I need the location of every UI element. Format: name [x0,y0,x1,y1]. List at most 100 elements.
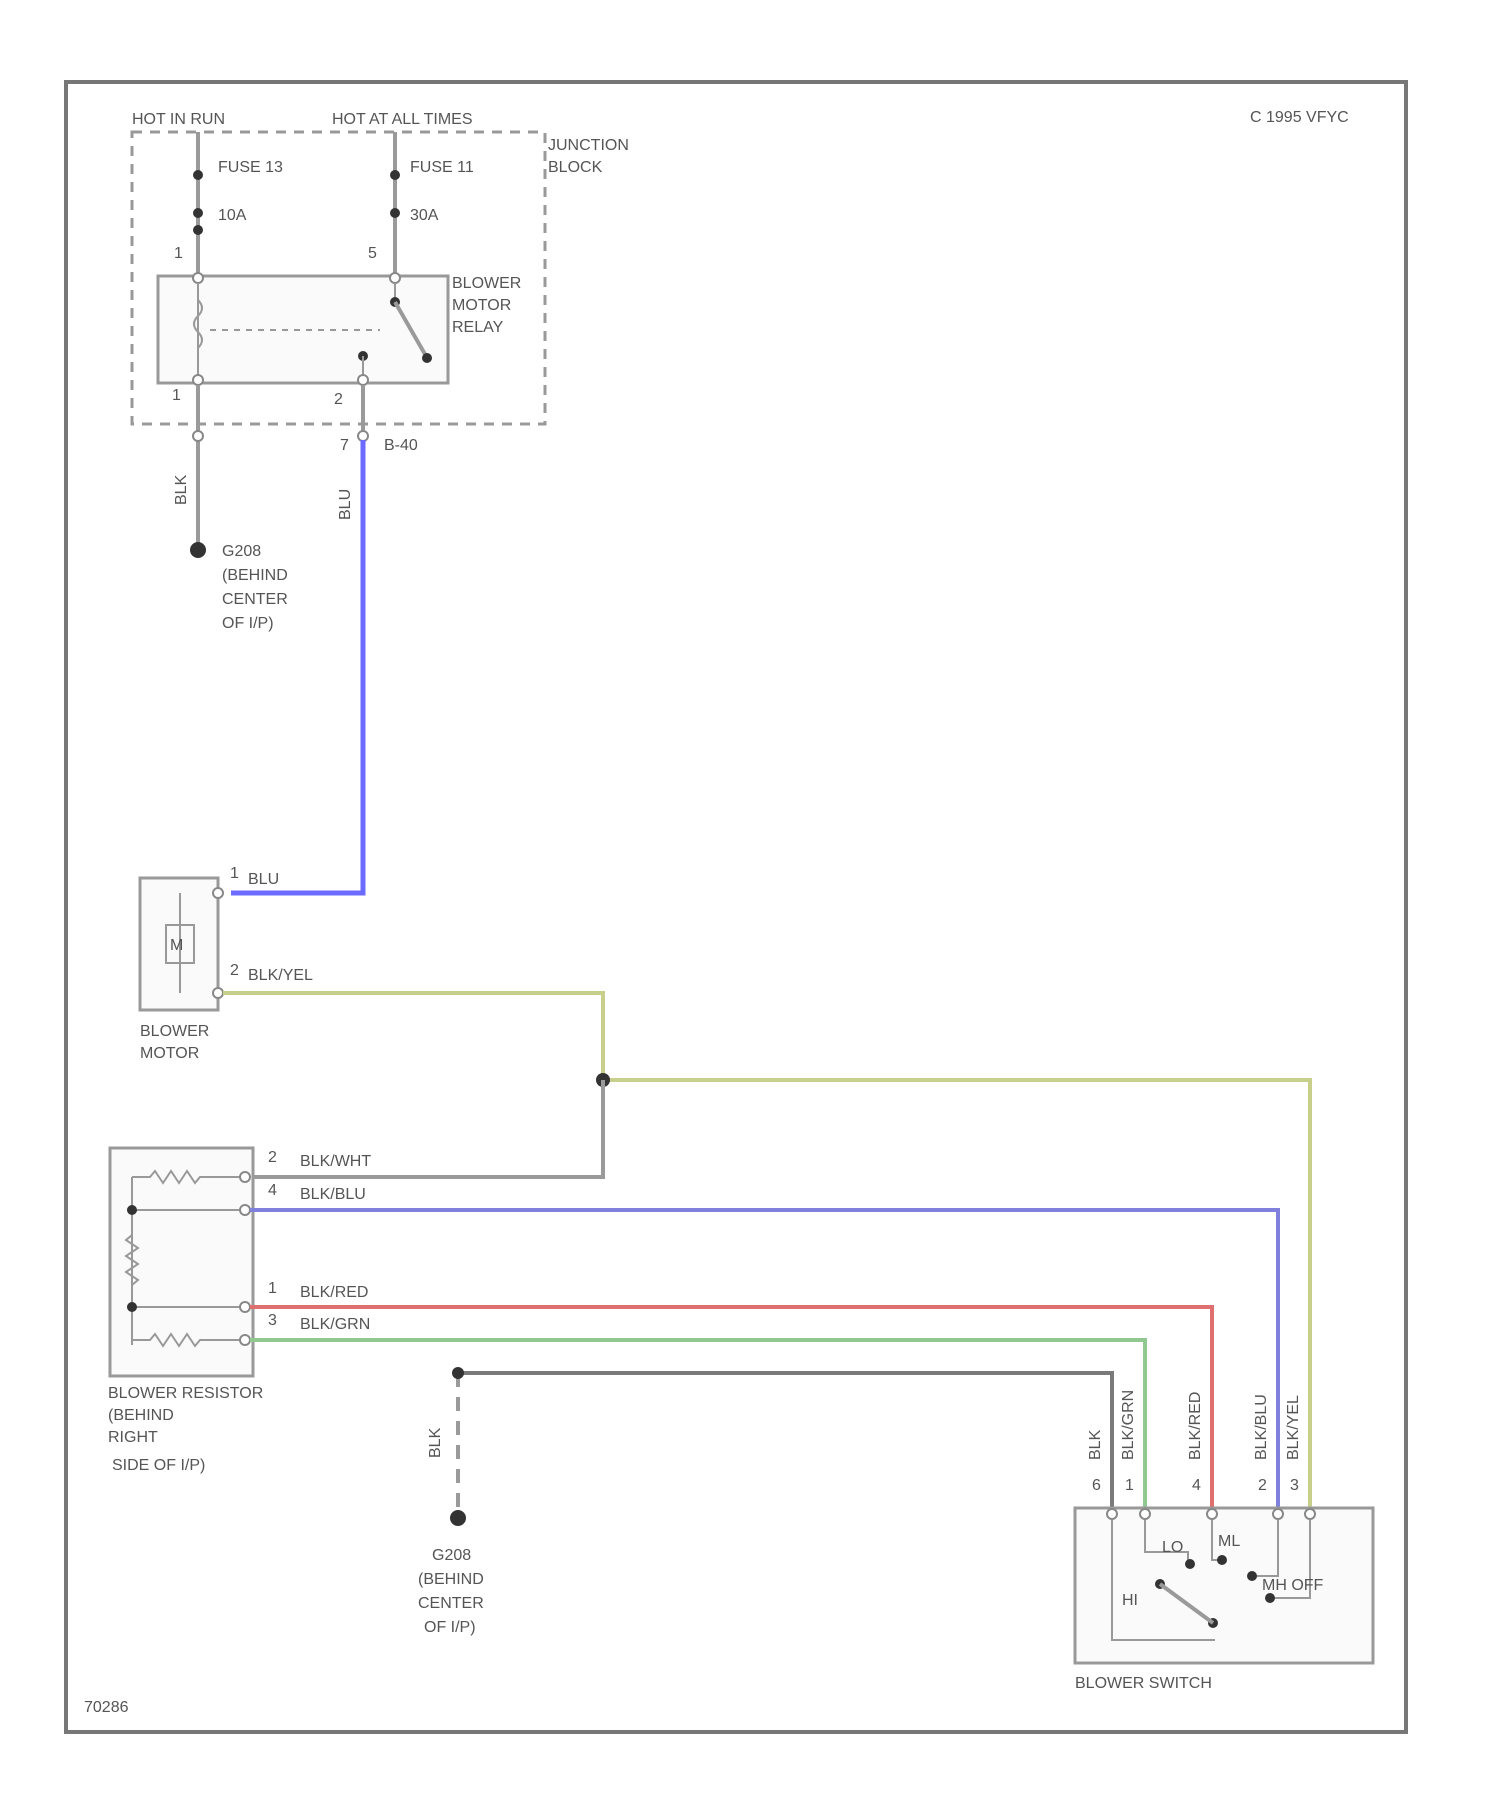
motor-pin-1-number: 1 [230,865,239,882]
copyright-label: C 1995 VFYC [1250,109,1349,126]
resistor-pin-2-number: 2 [268,1149,277,1166]
resistor-to-switch-wire-blk-grn [250,1340,1145,1508]
ground-upper-point [190,542,206,558]
relay-bottom-pin-a: 1 [172,387,181,404]
fuse-11-name: FUSE 11 [410,159,474,176]
fuse-13-name: FUSE 13 [218,159,283,176]
switch-wire-5-pin: 3 [1290,1477,1299,1494]
resistor-junction-4 [127,1205,137,1215]
resistor-pin-1-number: 1 [268,1280,277,1297]
ground-lower-label-4: OF I/P) [424,1619,476,1636]
resistor-to-switch-wire-blk-red [250,1307,1212,1508]
ground-upper-label-3: CENTER [222,591,288,608]
resistor-pin-1-wire: BLK/RED [300,1284,368,1301]
connector-id: B-40 [384,437,418,454]
connector-pin-number: 7 [340,437,349,454]
switch-pin-3 [1305,1509,1315,1519]
junction-block: JUNCTION BLOCK HOT IN RUN HOT AT ALL TIM… [132,111,629,424]
fuse-11-rating: 30A [410,207,439,224]
resistor-pin-4 [240,1205,250,1215]
switch-wire-2-pin: 1 [1125,1477,1134,1494]
switch-contact-ml [1217,1555,1227,1565]
relay-pin-b-top [390,273,400,283]
resistor-to-switch-wire-blk-blu [250,1210,1278,1508]
switch-pin-4 [1207,1509,1217,1519]
junction-ground-pin [193,431,203,441]
ground-lower-splice [452,1367,464,1379]
switch-wire-2-color: BLK/GRN [1120,1390,1137,1460]
blower-motor-label-1: BLOWER [140,1023,209,1040]
ground-upper-label-2: (BEHIND [222,567,288,584]
resistor-pin-4-wire: BLK/BLU [300,1186,366,1203]
blower-motor-pin-2 [213,988,223,998]
resistor-pin-1 [240,1302,250,1312]
resistor-pin-2-wire: BLK/WHT [300,1153,371,1170]
fuse-13-terminal-mid [193,208,203,218]
resistor-junction-1 [127,1302,137,1312]
switch-wire-4-color: BLK/BLU [1253,1394,1270,1460]
resistor-pin-3 [240,1335,250,1345]
junction-block-label-1: JUNCTION [548,137,629,154]
relay-contact-arm-end [422,353,432,363]
blower-motor-relay [158,276,448,383]
blower-motor-pin-1 [213,888,223,898]
hot-in-run-label: HOT IN RUN [132,111,225,128]
ground-lower-label-1: G208 [432,1547,471,1564]
switch-wire-3-color: BLK/RED [1187,1392,1204,1460]
blower-motor: M BLOWER MOTOR [140,878,223,1062]
relay-label-1: BLOWER [452,275,521,292]
switch-contact-mh [1247,1571,1257,1581]
ground-lower-label-3: CENTER [418,1595,484,1612]
resistor-pin-2 [240,1172,250,1182]
blower-switch: LO ML HI MH OFF BLOWER SWITCH [1075,1508,1373,1692]
switch-pin-2 [1273,1509,1283,1519]
switch-wire-3-pin: 4 [1192,1477,1201,1494]
switch-pos-mh-off: MH OFF [1262,1577,1324,1594]
switch-pos-lo: LO [1162,1539,1183,1556]
figure-id: 70286 [84,1699,129,1716]
relay-label-3: RELAY [452,319,504,336]
ground-lower-wire-color: BLK [427,1427,444,1458]
relay-pin-b-bottom [358,375,368,385]
ground-upper-label-1: G208 [222,543,261,560]
resistor-label-3: RIGHT [108,1429,158,1446]
ground-lower-label-2: (BEHIND [418,1571,484,1588]
switch-pin-1 [1140,1509,1150,1519]
relay-bottom-pin-b: 2 [334,391,343,408]
fuse-13-terminal-bottom [193,225,203,235]
switch-wire-1-pin: 6 [1092,1477,1101,1494]
resistor-label-2: (BEHIND [108,1407,174,1424]
hot-at-all-times-label: HOT AT ALL TIMES [332,111,473,128]
connector-b40-pin [358,431,368,441]
switch-wire-1-color: BLK [1087,1429,1104,1460]
blower-resistor: BLOWER RESISTOR (BEHIND RIGHT SIDE OF I/… [108,1148,263,1474]
relay-pin-a-bottom [193,375,203,385]
ground-upper-label-4: OF I/P) [222,615,274,632]
fuse-11-pin: 5 [368,245,377,262]
motor-pin-1-wire: BLU [248,871,279,888]
ground-lower-point [450,1510,466,1526]
junction-block-label-2: BLOCK [548,159,603,176]
ground-upper-wire-color: BLK [173,474,190,505]
switch-contact-off [1265,1593,1275,1603]
ground-to-switch-wire-blk [458,1373,1112,1508]
resistor-pin-3-number: 3 [268,1312,277,1329]
blower-switch-label: BLOWER SWITCH [1075,1675,1212,1692]
switch-pin-6 [1107,1509,1117,1519]
switch-pos-ml: ML [1218,1533,1240,1550]
relay-pin-a-top [193,273,203,283]
switch-wire-4-pin: 2 [1258,1477,1267,1494]
switch-wire-5-color: BLK/YEL [1285,1395,1302,1460]
fuse-13-terminal-top [193,170,203,180]
resistor-pin-4-number: 4 [268,1182,277,1199]
blower-motor-label-2: MOTOR [140,1045,199,1062]
switch-contact-lo [1185,1559,1195,1569]
switch-pos-hi: HI [1122,1592,1138,1609]
relay-output-wire-color: BLU [337,489,354,520]
fuse-11-terminal-top [390,170,400,180]
relay-label-2: MOTOR [452,297,511,314]
motor-pin-2-wire: BLK/YEL [248,967,313,984]
fuse-13-pin: 1 [174,245,183,262]
fuse-13-rating: 10A [218,207,247,224]
resistor-label-1: BLOWER RESISTOR [108,1385,263,1402]
